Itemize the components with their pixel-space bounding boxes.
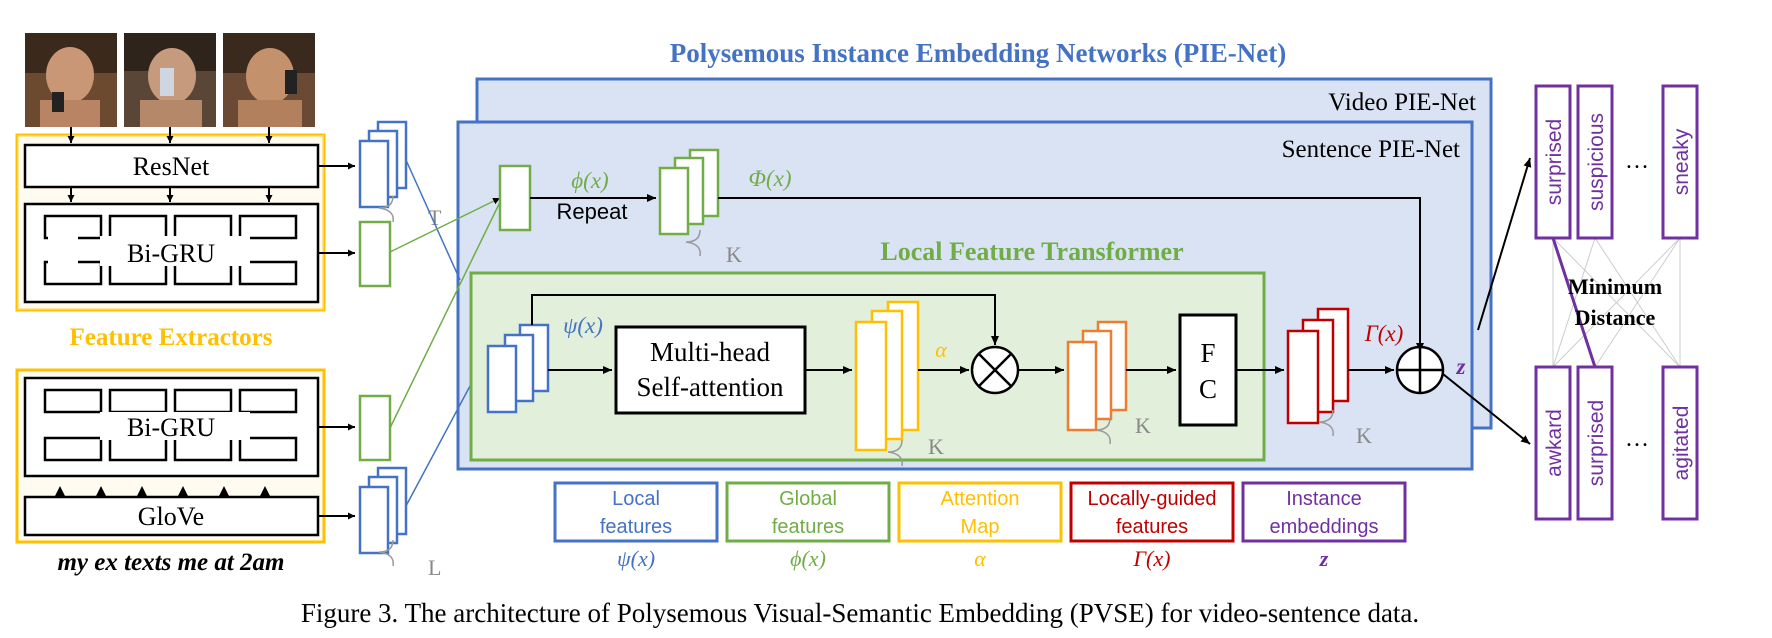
legend-local-symbol: ψ(x) [617, 546, 655, 571]
legend: Local features ψ(x) Global features ϕ(x)… [553, 481, 1407, 571]
video-embedding-1-label: surprised [1543, 119, 1566, 205]
sentence-embedding-1-label: awkard [1543, 409, 1566, 477]
legend-instance-line1: Instance [1286, 488, 1362, 510]
legend-local-line2: features [600, 516, 672, 538]
feature-extractors-label: Feature Extractors [70, 324, 273, 351]
sentence-embedding-3-label: agitated [1670, 406, 1693, 481]
phi-label: ϕ(x) [571, 168, 608, 193]
sentence-embedding-2-label: surprised [1585, 400, 1608, 486]
locally-guided-feature-stack [1286, 307, 1350, 425]
Phi-label: Φ(x) [748, 166, 791, 191]
legend-attention-line2: Map [961, 516, 1000, 538]
sentence-embedding-1: awkard [1534, 365, 1572, 521]
legend-item-local: Local features ψ(x) [553, 481, 719, 571]
bigru-text-label: Bi-GRU [127, 413, 215, 442]
video-embedding-3: sneaky [1661, 84, 1699, 240]
stack-label-K-orange: K [1135, 413, 1151, 438]
fc-label-line2: C [1199, 374, 1217, 404]
legend-item-global: Global features ϕ(x) [725, 481, 891, 571]
pienet-global-feature [498, 164, 532, 232]
repeat-label: Repeat [557, 199, 628, 224]
min-distance-link [1551, 237, 1597, 368]
mhsa-label-line2: Self-attention [637, 372, 784, 402]
video-global-feature [358, 220, 392, 288]
Gamma-label: Γ(x) [1364, 321, 1404, 346]
min-distance-lines [1552, 237, 1681, 368]
pienet-title: Polysemous Instance Embedding Networks (… [670, 38, 1287, 68]
figure-caption: Figure 3. The architecture of Polysemous… [301, 598, 1419, 628]
stack-label-T: T [428, 205, 442, 230]
legend-instance-symbol: z [1319, 546, 1329, 571]
attention-map-stack [854, 300, 920, 452]
legend-locally-guided-symbol: Γ(x) [1133, 546, 1171, 571]
sentence-embedding-2: surprised [1576, 365, 1614, 521]
resnet-label: ResNet [133, 152, 210, 181]
legend-item-locally-guided: Locally-guided features Γ(x) [1069, 481, 1235, 571]
legend-locally-guided-line2: features [1116, 516, 1188, 538]
video-local-feature-stack [358, 120, 408, 209]
z-label: z [1456, 354, 1466, 379]
fc-box [1178, 313, 1238, 427]
glove-label: GloVe [138, 502, 204, 531]
video-frame-1 [25, 33, 117, 127]
add-operator [1395, 345, 1445, 395]
video-frames [25, 33, 315, 127]
bigru-video-label: Bi-GRU [127, 239, 215, 268]
lft-title: Local Feature Transformer [880, 237, 1183, 266]
text-global-feature [358, 394, 392, 462]
video-embedding-2-label: suspicious [1585, 113, 1608, 211]
legend-global-symbol: ϕ(x) [790, 546, 826, 571]
min-distance-line1: Minimum [1568, 274, 1662, 299]
legend-instance-line2: embeddings [1270, 516, 1379, 538]
legend-global-line1: Global [779, 488, 837, 510]
video-embedding-1: surprised [1534, 84, 1572, 240]
bigru-text-box: Bi-GRU [23, 376, 320, 478]
psi-feature-stack [486, 323, 550, 414]
mhsa-label-line1: Multi-head [650, 337, 770, 367]
video-embedding-2: suspicious [1576, 84, 1614, 240]
repeated-global-stack [658, 148, 720, 236]
alpha-label: α [935, 337, 947, 362]
resnet-box [23, 143, 320, 189]
sentence-embedding-ellipsis: … [1625, 426, 1649, 452]
legend-attention-symbol: α [974, 546, 986, 571]
video-embedding-3-label: sneaky [1670, 128, 1693, 195]
stack-label-K-phi: K [726, 242, 742, 267]
psi-label: ψ(x) [563, 313, 603, 338]
sentence-embedding-3: agitated [1661, 365, 1699, 521]
input-sentence: my ex texts me at 2am [57, 549, 284, 576]
stack-label-K-alpha: K [928, 434, 944, 459]
stack-label-L: L [428, 555, 441, 580]
multiply-operator [970, 345, 1020, 395]
video-embedding-ellipsis: … [1625, 148, 1649, 174]
video-pienet-label: Video PIE-Net [1328, 89, 1476, 116]
legend-locally-guided-line1: Locally-guided [1088, 488, 1217, 510]
video-frame-3 [223, 33, 315, 127]
bigru-video-box: Bi-GRU [23, 202, 320, 304]
legend-attention-line1: Attention [941, 488, 1020, 510]
mhsa-box [614, 325, 807, 415]
legend-item-attention: Attention Map α [897, 481, 1063, 571]
sentence-pienet-label: Sentence PIE-Net [1282, 136, 1460, 163]
text-local-feature-stack [358, 466, 408, 555]
legend-local-line1: Local [612, 488, 660, 510]
legend-item-instance: Instance embeddings z [1241, 481, 1407, 571]
video-frame-2 [124, 33, 216, 127]
attended-feature-stack [1066, 320, 1128, 432]
glove-box [23, 495, 320, 537]
legend-global-line2: features [772, 516, 844, 538]
min-distance-line2: Distance [1575, 305, 1656, 330]
stack-label-K-gamma: K [1356, 423, 1372, 448]
fc-label-line1: F [1200, 338, 1215, 368]
